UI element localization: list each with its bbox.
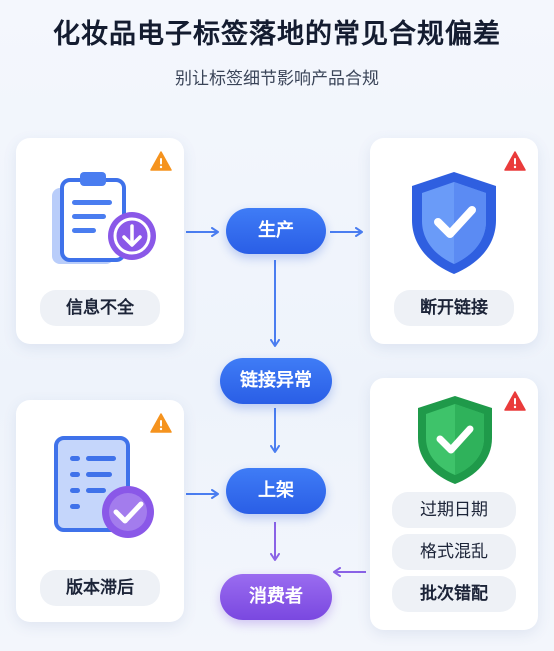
card-version-lag-label: 版本滞后 bbox=[40, 570, 160, 606]
page-subtitle: 别让标签细节影响产品合规 bbox=[175, 69, 379, 89]
shield-check-icon bbox=[412, 172, 496, 274]
warning-icon bbox=[504, 151, 526, 171]
page-title: 化妆品电子标签落地的常见合规偏差 bbox=[53, 19, 501, 50]
flow-node-consumer: 消费者 bbox=[220, 574, 332, 620]
flow-node-shelf: 上架 bbox=[226, 468, 326, 514]
issue-tag-batch-mismatch: 批次错配 bbox=[392, 576, 516, 612]
issue-tag-format-chaos: 格式混乱 bbox=[392, 534, 516, 570]
card-format-issues: 过期日期 格式混乱 批次错配 bbox=[370, 378, 538, 630]
card-link-broken-label: 断开链接 bbox=[394, 290, 514, 326]
warning-icon bbox=[150, 413, 172, 433]
card-link-broken: 断开链接 bbox=[370, 138, 538, 344]
card-version-lag: 版本滞后 bbox=[16, 400, 184, 622]
green-shield-check-icon bbox=[418, 396, 492, 484]
issue-tag-expiry-date: 过期日期 bbox=[392, 492, 516, 528]
clipboard-download-icon bbox=[52, 172, 156, 264]
flow-node-production: 生产 bbox=[226, 208, 326, 254]
warning-icon bbox=[150, 151, 172, 171]
card-info-incomplete: 信息不全 bbox=[16, 138, 184, 344]
warning-icon bbox=[504, 391, 526, 411]
card-info-incomplete-label: 信息不全 bbox=[40, 290, 160, 326]
document-check-icon bbox=[54, 436, 154, 538]
flow-node-link-exception: 链接异常 bbox=[220, 358, 332, 404]
